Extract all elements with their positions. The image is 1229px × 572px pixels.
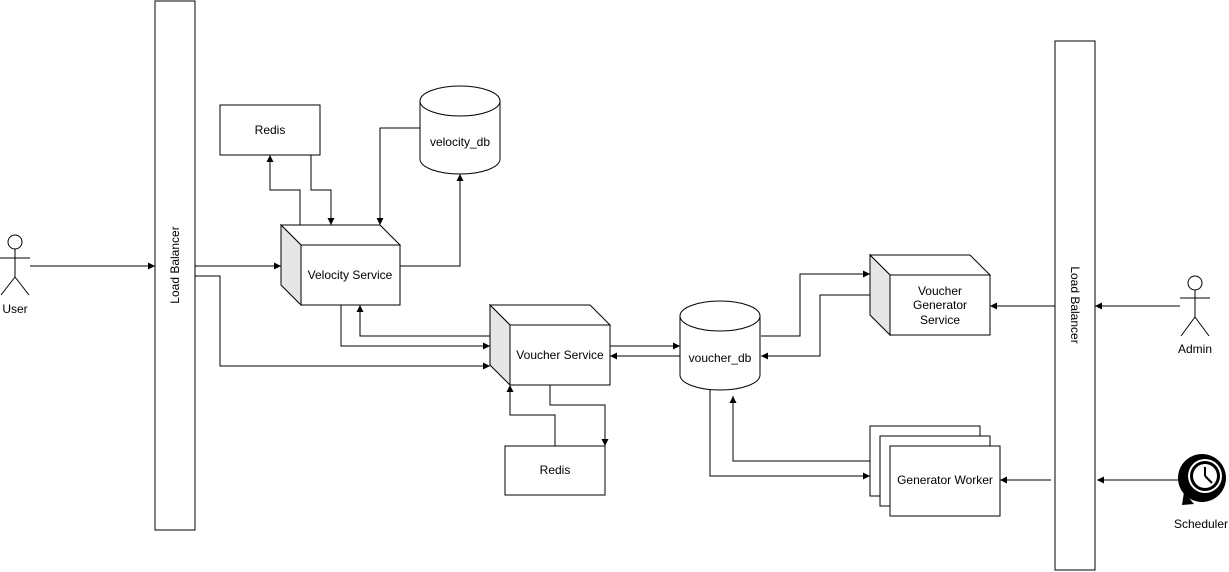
scheduler-actor[interactable]: Scheduler bbox=[1174, 454, 1228, 531]
generator-worker[interactable]: Generator Worker bbox=[869, 425, 1001, 517]
admin-label: Admin bbox=[1178, 342, 1212, 356]
voucher-generator-label-line1: Voucher bbox=[918, 284, 962, 298]
edge-voucher-to-velocity bbox=[356, 305, 490, 337]
person-icon bbox=[0, 234, 30, 296]
edge-generator-to-voucherdb bbox=[761, 294, 870, 360]
edge-velocity-to-redis bbox=[266, 155, 301, 225]
velocity-service[interactable]: Velocity Service bbox=[279, 223, 402, 307]
voucher-generator-service[interactable]: Voucher Generator Service bbox=[868, 253, 992, 337]
velocity-service-label: Velocity Service bbox=[308, 268, 393, 282]
edge-velocity-to-velocitydb bbox=[400, 174, 464, 267]
load-balancer-right[interactable]: Load Balancer bbox=[1054, 40, 1096, 571]
voucher-generator-label-line2: Generator bbox=[913, 298, 967, 312]
edge-velocity-to-voucher bbox=[340, 305, 490, 350]
person-icon bbox=[1180, 275, 1210, 337]
velocity-db-label: velocity_db bbox=[430, 135, 490, 149]
edge-voucherdb-to-generator bbox=[761, 270, 870, 337]
user-label: User bbox=[2, 302, 27, 316]
edge-voucher-to-redis bbox=[549, 385, 609, 446]
edge-lb-to-voucher bbox=[195, 275, 490, 370]
load-balancer-right-label: Load Balancer bbox=[1068, 266, 1082, 343]
load-balancer-left[interactable]: Load Balancer bbox=[154, 0, 196, 531]
voucher-service-label: Voucher Service bbox=[516, 348, 604, 362]
load-balancer-left-label: Load Balancer bbox=[168, 226, 182, 303]
voucher-db-label: voucher_db bbox=[689, 351, 752, 365]
redis-bottom-label: Redis bbox=[540, 463, 571, 477]
edge-velocitydb-to-velocity bbox=[376, 127, 420, 225]
user-actor[interactable]: User bbox=[0, 234, 30, 316]
redis-cache-bottom[interactable]: Redis bbox=[504, 445, 606, 496]
connectors bbox=[30, 127, 1180, 484]
edge-voucherdb-to-worker bbox=[709, 390, 870, 480]
voucher-service[interactable]: Voucher Service bbox=[488, 303, 612, 387]
admin-actor[interactable]: Admin bbox=[1178, 275, 1212, 356]
edge-redis-to-voucher bbox=[506, 385, 556, 446]
voucher-db[interactable]: voucher_db bbox=[679, 300, 761, 391]
voucher-generator-label-line3: Service bbox=[920, 313, 960, 327]
generator-worker-label: Generator Worker bbox=[897, 473, 993, 487]
clock-icon bbox=[1178, 454, 1226, 505]
edge-redis-to-velocity bbox=[310, 155, 335, 225]
redis-cache-top[interactable]: Redis bbox=[219, 104, 321, 156]
edge-worker-to-voucherdb bbox=[729, 396, 870, 462]
scheduler-label: Scheduler bbox=[1174, 517, 1228, 531]
redis-top-label: Redis bbox=[255, 123, 286, 137]
velocity-db[interactable]: velocity_db bbox=[419, 85, 501, 175]
